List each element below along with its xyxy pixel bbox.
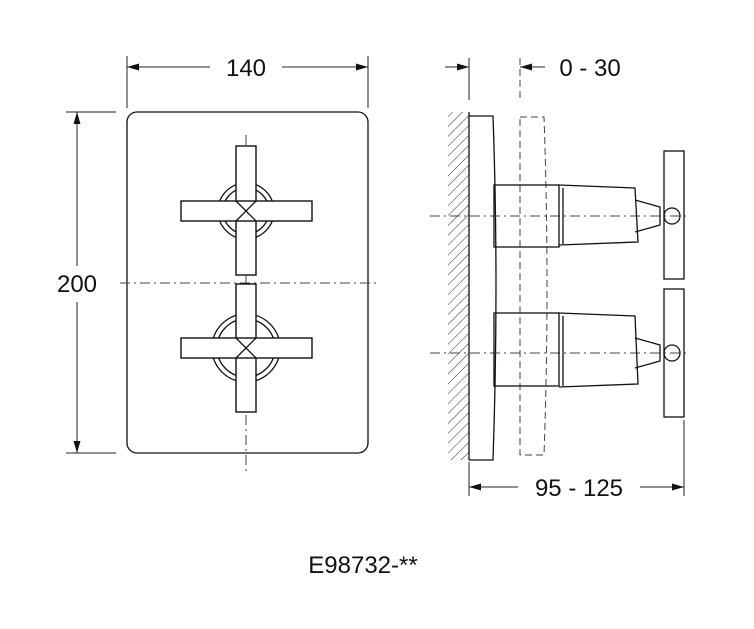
model-code: E98732-** — [308, 552, 417, 579]
plate-profile — [469, 115, 497, 461]
upper-cartridge — [493, 150, 685, 280]
front-view: 140 200 — [57, 55, 378, 474]
upper-cross-handle — [180, 145, 313, 276]
lower-cross-handle — [180, 283, 313, 413]
height-dimension: 200 — [57, 112, 97, 453]
width-label: 140 — [226, 55, 266, 82]
side-view: 0 - 30 — [430, 55, 690, 502]
height-label: 200 — [57, 271, 97, 298]
lower-cartridge — [493, 288, 685, 418]
wall-section — [448, 112, 469, 460]
offset-label: 0 - 30 — [559, 55, 620, 82]
width-dimension: 140 — [127, 55, 368, 82]
depth-dimension: 95 - 125 — [469, 475, 684, 502]
offset-dimension: 0 - 30 — [445, 55, 621, 82]
depth-label: 95 - 125 — [535, 475, 623, 502]
offset-ghost-outline — [519, 116, 548, 456]
